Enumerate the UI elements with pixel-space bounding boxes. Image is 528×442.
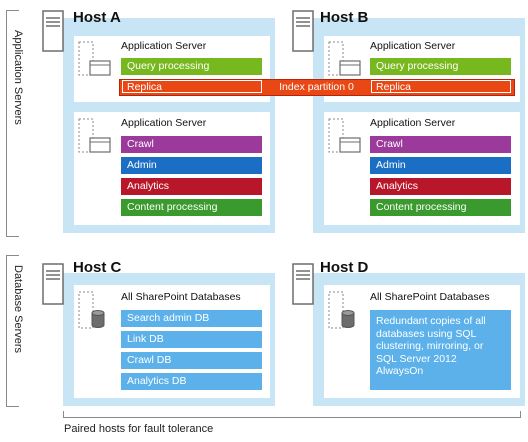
application-servers-label: Application Servers xyxy=(12,30,24,125)
host-b-app-server-1-icon xyxy=(328,41,361,76)
host-b-content-processing: Content processing xyxy=(370,199,511,216)
host-c-server-icon xyxy=(42,263,64,305)
paired-hosts-bracket xyxy=(63,411,521,418)
host-a-crawl: Crawl xyxy=(121,136,262,153)
host-b-query-processing: Query processing xyxy=(370,58,511,75)
host-b-app-server-1-title: Application Server xyxy=(370,40,456,52)
host-a-app-server-1-title: Application Server xyxy=(121,40,207,52)
host-b-server-icon xyxy=(292,10,314,52)
host-a-server-icon xyxy=(42,10,64,52)
application-servers-bracket xyxy=(6,10,19,237)
host-b-crawl: Crawl xyxy=(370,136,511,153)
host-b-replica: Replica xyxy=(371,80,511,93)
index-partition-band xyxy=(119,79,515,96)
search-admin-db: Search admin DB xyxy=(121,310,262,327)
redundant-copies-description: Redundant copies of all databases using … xyxy=(370,310,511,390)
host-c-database-icon xyxy=(78,291,105,329)
crawl-db: Crawl DB xyxy=(121,352,262,369)
host-b-app-server-2-title: Application Server xyxy=(370,117,456,129)
index-partition-label: Index partition 0 xyxy=(279,81,354,93)
host-a-analytics: Analytics xyxy=(121,178,262,195)
database-servers-label: Database Servers xyxy=(12,265,24,354)
host-a-query-processing: Query processing xyxy=(121,58,262,75)
analytics-db: Analytics DB xyxy=(121,373,262,390)
link-db: Link DB xyxy=(121,331,262,348)
host-b-admin: Admin xyxy=(370,157,511,174)
host-a-app-server-2-title: Application Server xyxy=(121,117,207,129)
host-a-app-server-2-icon xyxy=(78,118,111,153)
host-c-db-server-title: All SharePoint Databases xyxy=(121,291,241,303)
paired-hosts-label: Paired hosts for fault tolerance xyxy=(64,423,214,435)
host-a-admin: Admin xyxy=(121,157,262,174)
host-a-title: Host A xyxy=(73,9,121,26)
host-d-title: Host D xyxy=(320,259,369,276)
host-a-content-processing: Content processing xyxy=(121,199,262,216)
host-d-database-icon xyxy=(328,291,355,329)
host-b-title: Host B xyxy=(320,9,369,26)
host-b-analytics: Analytics xyxy=(370,178,511,195)
host-b-app-server-2-icon xyxy=(328,118,361,153)
database-servers-bracket xyxy=(6,255,19,407)
host-d-server-icon xyxy=(292,263,314,305)
host-a-app-server-1-icon xyxy=(78,41,111,76)
host-a-replica: Replica xyxy=(122,80,262,93)
host-c-title: Host C xyxy=(73,259,122,276)
host-d-db-server-title: All SharePoint Databases xyxy=(370,291,490,303)
